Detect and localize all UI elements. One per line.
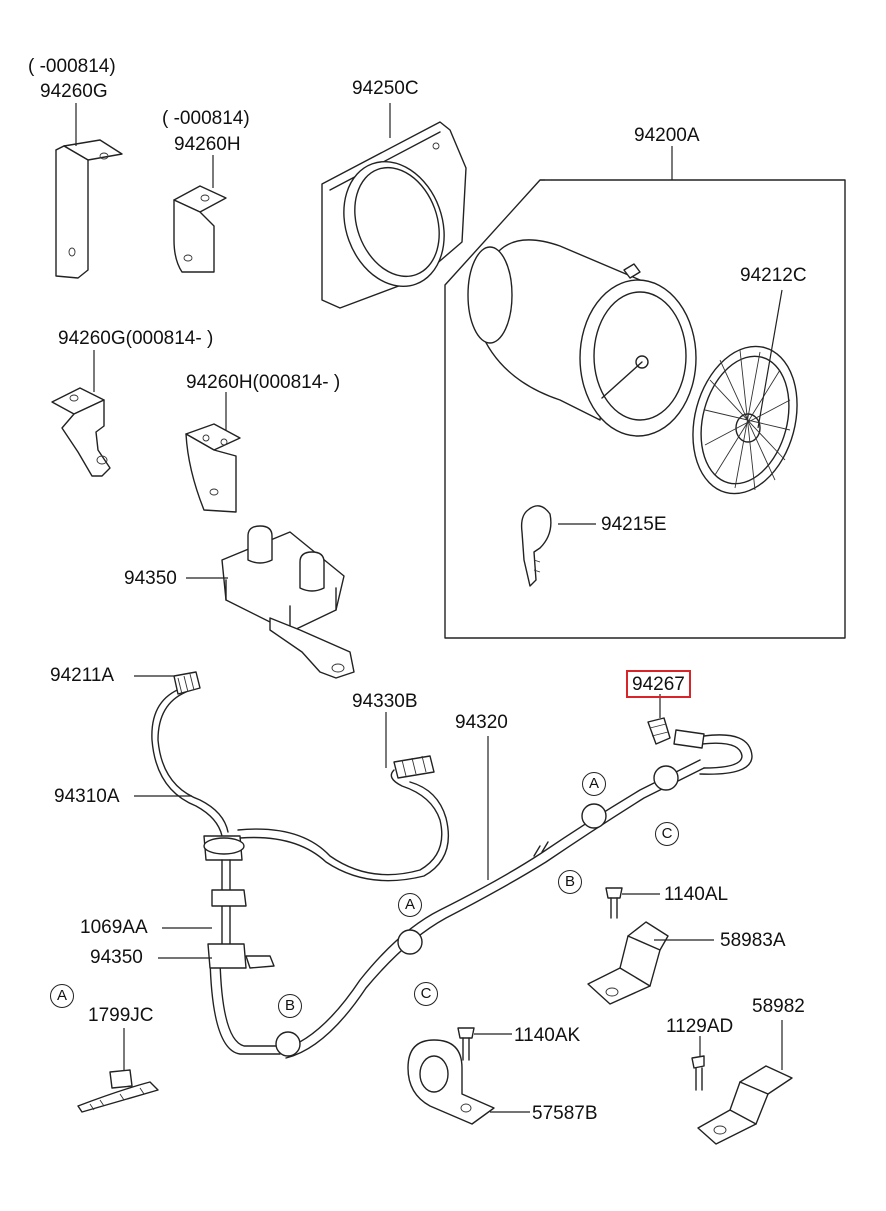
callout-58983A: 58983A (720, 930, 786, 951)
bezel-94250C-drawing (321, 103, 467, 309)
gauge-body-drawing (467, 146, 697, 437)
assembly-box-94200A (444, 179, 846, 639)
callout-94330B: 94330B (352, 691, 418, 712)
clamp-57587B-drawing (407, 1027, 530, 1125)
callout-94260G-new: 94260G(000814- ) (58, 328, 214, 349)
callout-1069AA: 1069AA (80, 917, 148, 938)
key-94215E-drawing (520, 505, 596, 587)
callout-94250C: 94250C (352, 78, 419, 99)
bracket-94260G-new-drawing (51, 350, 111, 477)
callout-94267-highlighted: 94267 (626, 670, 691, 698)
fitting-94267-drawing (647, 694, 671, 745)
callout-94260G-note: ( -000814) (28, 56, 116, 77)
callout-57587B: 57587B (532, 1103, 598, 1124)
callout-94211A: 94211A (50, 665, 115, 686)
ref-marker-b-1: B (558, 870, 582, 894)
callout-94350-low: 94350 (90, 947, 143, 968)
callout-1140AL: 1140AL (664, 884, 729, 905)
callout-94260H: 94260H (174, 134, 241, 155)
callout-1129AD: 1129AD (666, 1016, 734, 1037)
callout-94310A: 94310A (54, 786, 120, 807)
callout-94215E: 94215E (601, 514, 667, 535)
ref-marker-b-2: B (278, 994, 302, 1018)
callout-94260H-new: 94260H(000814- ) (186, 372, 341, 393)
cable-94330B-drawing (237, 712, 450, 882)
bracket-94260H-new-drawing (185, 392, 241, 513)
sender-94350-top-drawing (186, 525, 355, 679)
face-plate-94212C-drawing (692, 289, 798, 495)
callout-94200A: 94200A (634, 125, 700, 146)
ref-marker-a-2: A (398, 893, 422, 917)
cable-94320-drawing (275, 729, 753, 1059)
ref-marker-c-1: C (655, 822, 679, 846)
callout-58982: 58982 (752, 996, 805, 1017)
ref-marker-c-2: C (414, 982, 438, 1006)
callout-94350-top: 94350 (124, 568, 177, 589)
callout-94260H-note: ( -000814) (162, 108, 250, 129)
ref-marker-a-3: A (50, 984, 74, 1008)
bracket-94260G-drawing (55, 103, 123, 279)
cable-94310A-drawing (134, 671, 281, 1055)
clip-58983A-drawing (587, 921, 714, 1005)
bracket-94260H-drawing (173, 155, 227, 273)
ref-marker-a-1: A (582, 772, 606, 796)
callout-94260G: 94260G (40, 81, 108, 102)
callout-1799JC: 1799JC (88, 1005, 154, 1026)
callout-94212C: 94212C (740, 265, 807, 286)
callout-1140AK: 1140AK (514, 1025, 581, 1046)
callout-94320: 94320 (455, 712, 508, 733)
cable-tie-1799JC-drawing (77, 1028, 159, 1113)
bolt-1140AL-drawing (605, 887, 660, 919)
bracket-58982-drawing (691, 1020, 793, 1145)
